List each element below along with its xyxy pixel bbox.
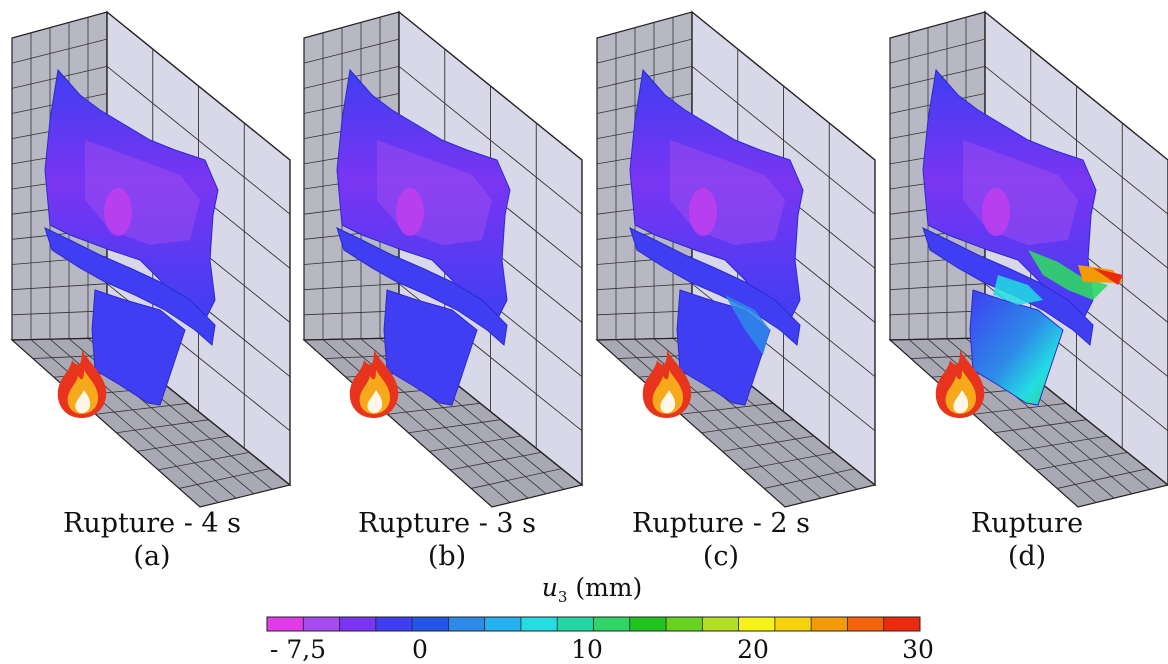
colorbar-segment [303, 617, 340, 631]
colorbar-tick-10: 10 [571, 635, 603, 664]
panel-b-letter: (b) [427, 541, 467, 572]
colorbar-variable: u [541, 573, 558, 602]
colorbar-segment [883, 617, 921, 631]
colorbar [266, 616, 921, 632]
panel-b-model [302, 10, 584, 508]
panel-a-model [10, 10, 292, 508]
colorbar-segment [375, 617, 413, 631]
colorbar-segment [593, 617, 631, 631]
membrane-lower-sheet [969, 289, 1064, 406]
membrane-torn-strip [44, 227, 216, 346]
colorbar-segment [484, 617, 522, 631]
wall-bottom-grid [322, 338, 565, 503]
colorbar-tick-max: 30 [902, 635, 934, 664]
colorbar-segment [267, 617, 304, 631]
panel-c-model [595, 10, 877, 508]
membrane-cyan-zone [993, 275, 1043, 305]
colorbar-title: u3 (mm) [542, 573, 643, 606]
membrane-peak-zone [689, 188, 717, 236]
membrane-lift-zone [725, 295, 770, 355]
colorbar-tick-zero: 0 [412, 635, 428, 664]
colorbar-tick-min: - 7,5 [269, 635, 327, 664]
panel-d-letter: (d) [1007, 541, 1047, 572]
colorbar-segment [811, 617, 848, 631]
colorbar-segment [629, 617, 667, 631]
colorbar-segment [520, 617, 558, 631]
panel-c-letter: (c) [702, 541, 740, 572]
membrane-peak-zone [396, 188, 424, 236]
flame-icon [57, 350, 107, 418]
colorbar-segment [666, 617, 703, 631]
panel-a-letter: (a) [133, 541, 171, 572]
colorbar-segment [847, 617, 885, 631]
colorbar-segment [557, 617, 594, 631]
flame-icon [935, 350, 985, 418]
colorbar-segment [448, 617, 485, 631]
membrane-lower-sheet [91, 289, 186, 406]
panel-c-caption: Rupture - 2 s [631, 508, 811, 539]
membrane-flap-green [1028, 250, 1108, 300]
membrane-lower-sheet [383, 289, 478, 406]
panel-d-caption: Rupture [970, 508, 1084, 539]
panel-b-caption: Rupture - 3 s [357, 508, 537, 539]
membrane-peak-zone [104, 188, 132, 236]
colorbar-segment [738, 617, 776, 631]
colorbar-segment [412, 617, 449, 631]
membrane-peak-zone [982, 188, 1010, 236]
flame-icon [349, 350, 399, 418]
colorbar-subscript: 3 [557, 588, 568, 606]
panel-d-model [888, 10, 1168, 508]
membrane-torn-strip [336, 227, 508, 346]
colorbar-tick-20: 20 [737, 635, 769, 664]
colorbar-segment [339, 617, 377, 631]
colorbar-unit: (mm) [575, 573, 643, 602]
colorbar-segment [702, 617, 739, 631]
membrane-flap-red [1093, 268, 1123, 285]
membrane-torn-strip [629, 227, 801, 346]
panel-a-caption: Rupture - 4 s [62, 508, 242, 539]
flame-icon [642, 350, 692, 418]
colorbar-segment [774, 617, 812, 631]
